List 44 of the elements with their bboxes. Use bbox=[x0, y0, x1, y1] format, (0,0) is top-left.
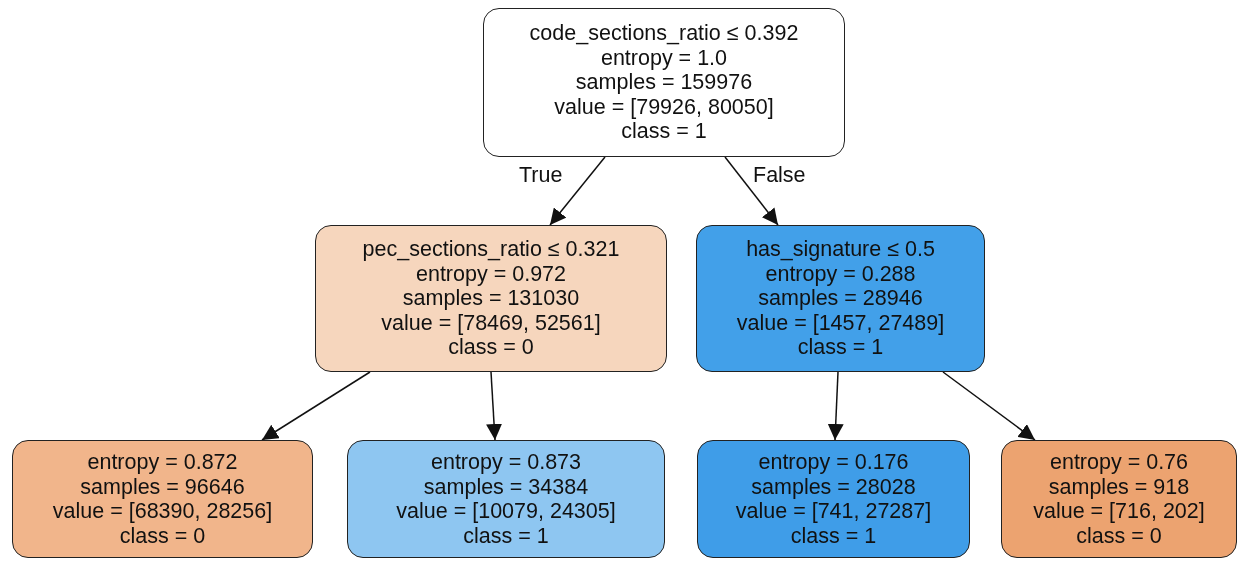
node-text: entropy = 0.873 bbox=[431, 450, 581, 475]
node-text: value = [716, 202] bbox=[1033, 499, 1205, 524]
node-text: class = 0 bbox=[448, 335, 534, 360]
node-text: entropy = 1.0 bbox=[600, 45, 728, 71]
node-text: class = 0 bbox=[1076, 523, 1162, 548]
tree-node-box bbox=[697, 440, 970, 558]
arrow bbox=[549, 156, 606, 226]
node-text: class = 1 bbox=[797, 335, 884, 360]
node-text: samples = 159976 bbox=[575, 70, 753, 95]
node-text: code_sections_ratio ≤ 0.392 bbox=[529, 21, 799, 46]
node-text: entropy = 0.176 bbox=[758, 450, 909, 475]
node-text: class = 1 bbox=[621, 119, 707, 144]
arrow bbox=[261, 371, 371, 441]
node-text: entropy = 0.76 bbox=[1049, 450, 1189, 475]
node-text: samples = 28028 bbox=[751, 474, 916, 499]
node-text: samples = 918 bbox=[1048, 474, 1190, 499]
node-text: entropy = 0.972 bbox=[416, 261, 566, 287]
node-text: entropy = 0.288 bbox=[765, 261, 916, 287]
node-text: class = 0 bbox=[119, 523, 206, 548]
node-text: samples = 96646 bbox=[80, 474, 245, 499]
node-text: samples = 131030 bbox=[402, 286, 580, 311]
node-text: value = [68390, 28256] bbox=[52, 499, 273, 524]
node-text: pec_sections_ratio ≤ 0.321 bbox=[362, 237, 620, 262]
node-text: class = 1 bbox=[790, 523, 877, 548]
node-text: value = [10079, 24305] bbox=[396, 499, 616, 524]
node-text: samples = 34384 bbox=[423, 474, 589, 499]
tree-node-box bbox=[315, 225, 667, 372]
node-text: value = [1457, 27489] bbox=[736, 310, 945, 336]
tree-node-box bbox=[12, 440, 313, 558]
node-text: entropy = 0.872 bbox=[87, 450, 238, 475]
node-text: value = [78469, 52561] bbox=[381, 310, 601, 336]
arrow bbox=[724, 156, 779, 226]
tree-node-box bbox=[347, 440, 665, 558]
arrow bbox=[827, 371, 844, 441]
arrow bbox=[942, 371, 1036, 441]
node-text: has_signature ≤ 0.5 bbox=[746, 237, 935, 262]
node-text: value = [79926, 80050] bbox=[554, 94, 774, 120]
tree-node-box bbox=[696, 225, 985, 372]
tree-node-box bbox=[1001, 440, 1237, 558]
node-text: value = [741, 27287] bbox=[735, 499, 932, 524]
arrow bbox=[486, 371, 503, 441]
tree-node-box bbox=[483, 8, 845, 157]
node-text: class = 1 bbox=[463, 523, 549, 548]
node-text: samples = 28946 bbox=[758, 286, 923, 311]
